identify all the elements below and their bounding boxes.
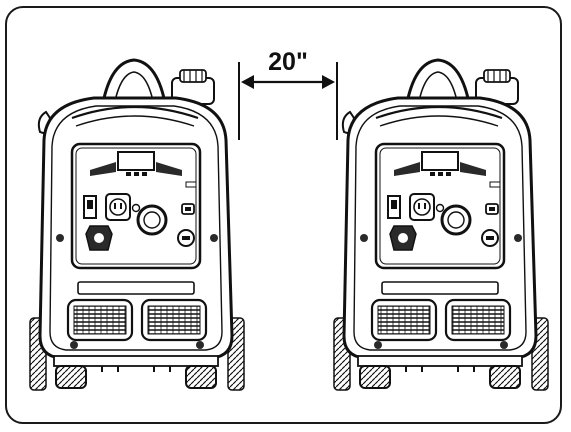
diagram-frame bbox=[5, 6, 562, 424]
spacing-dimension-label: 20" bbox=[268, 48, 308, 76]
dimension-label-bg bbox=[262, 50, 314, 76]
generator-left bbox=[28, 58, 246, 392]
generator-right bbox=[332, 58, 550, 392]
arrowhead-right-icon bbox=[322, 75, 335, 89]
arrowhead-left-icon bbox=[241, 75, 254, 89]
